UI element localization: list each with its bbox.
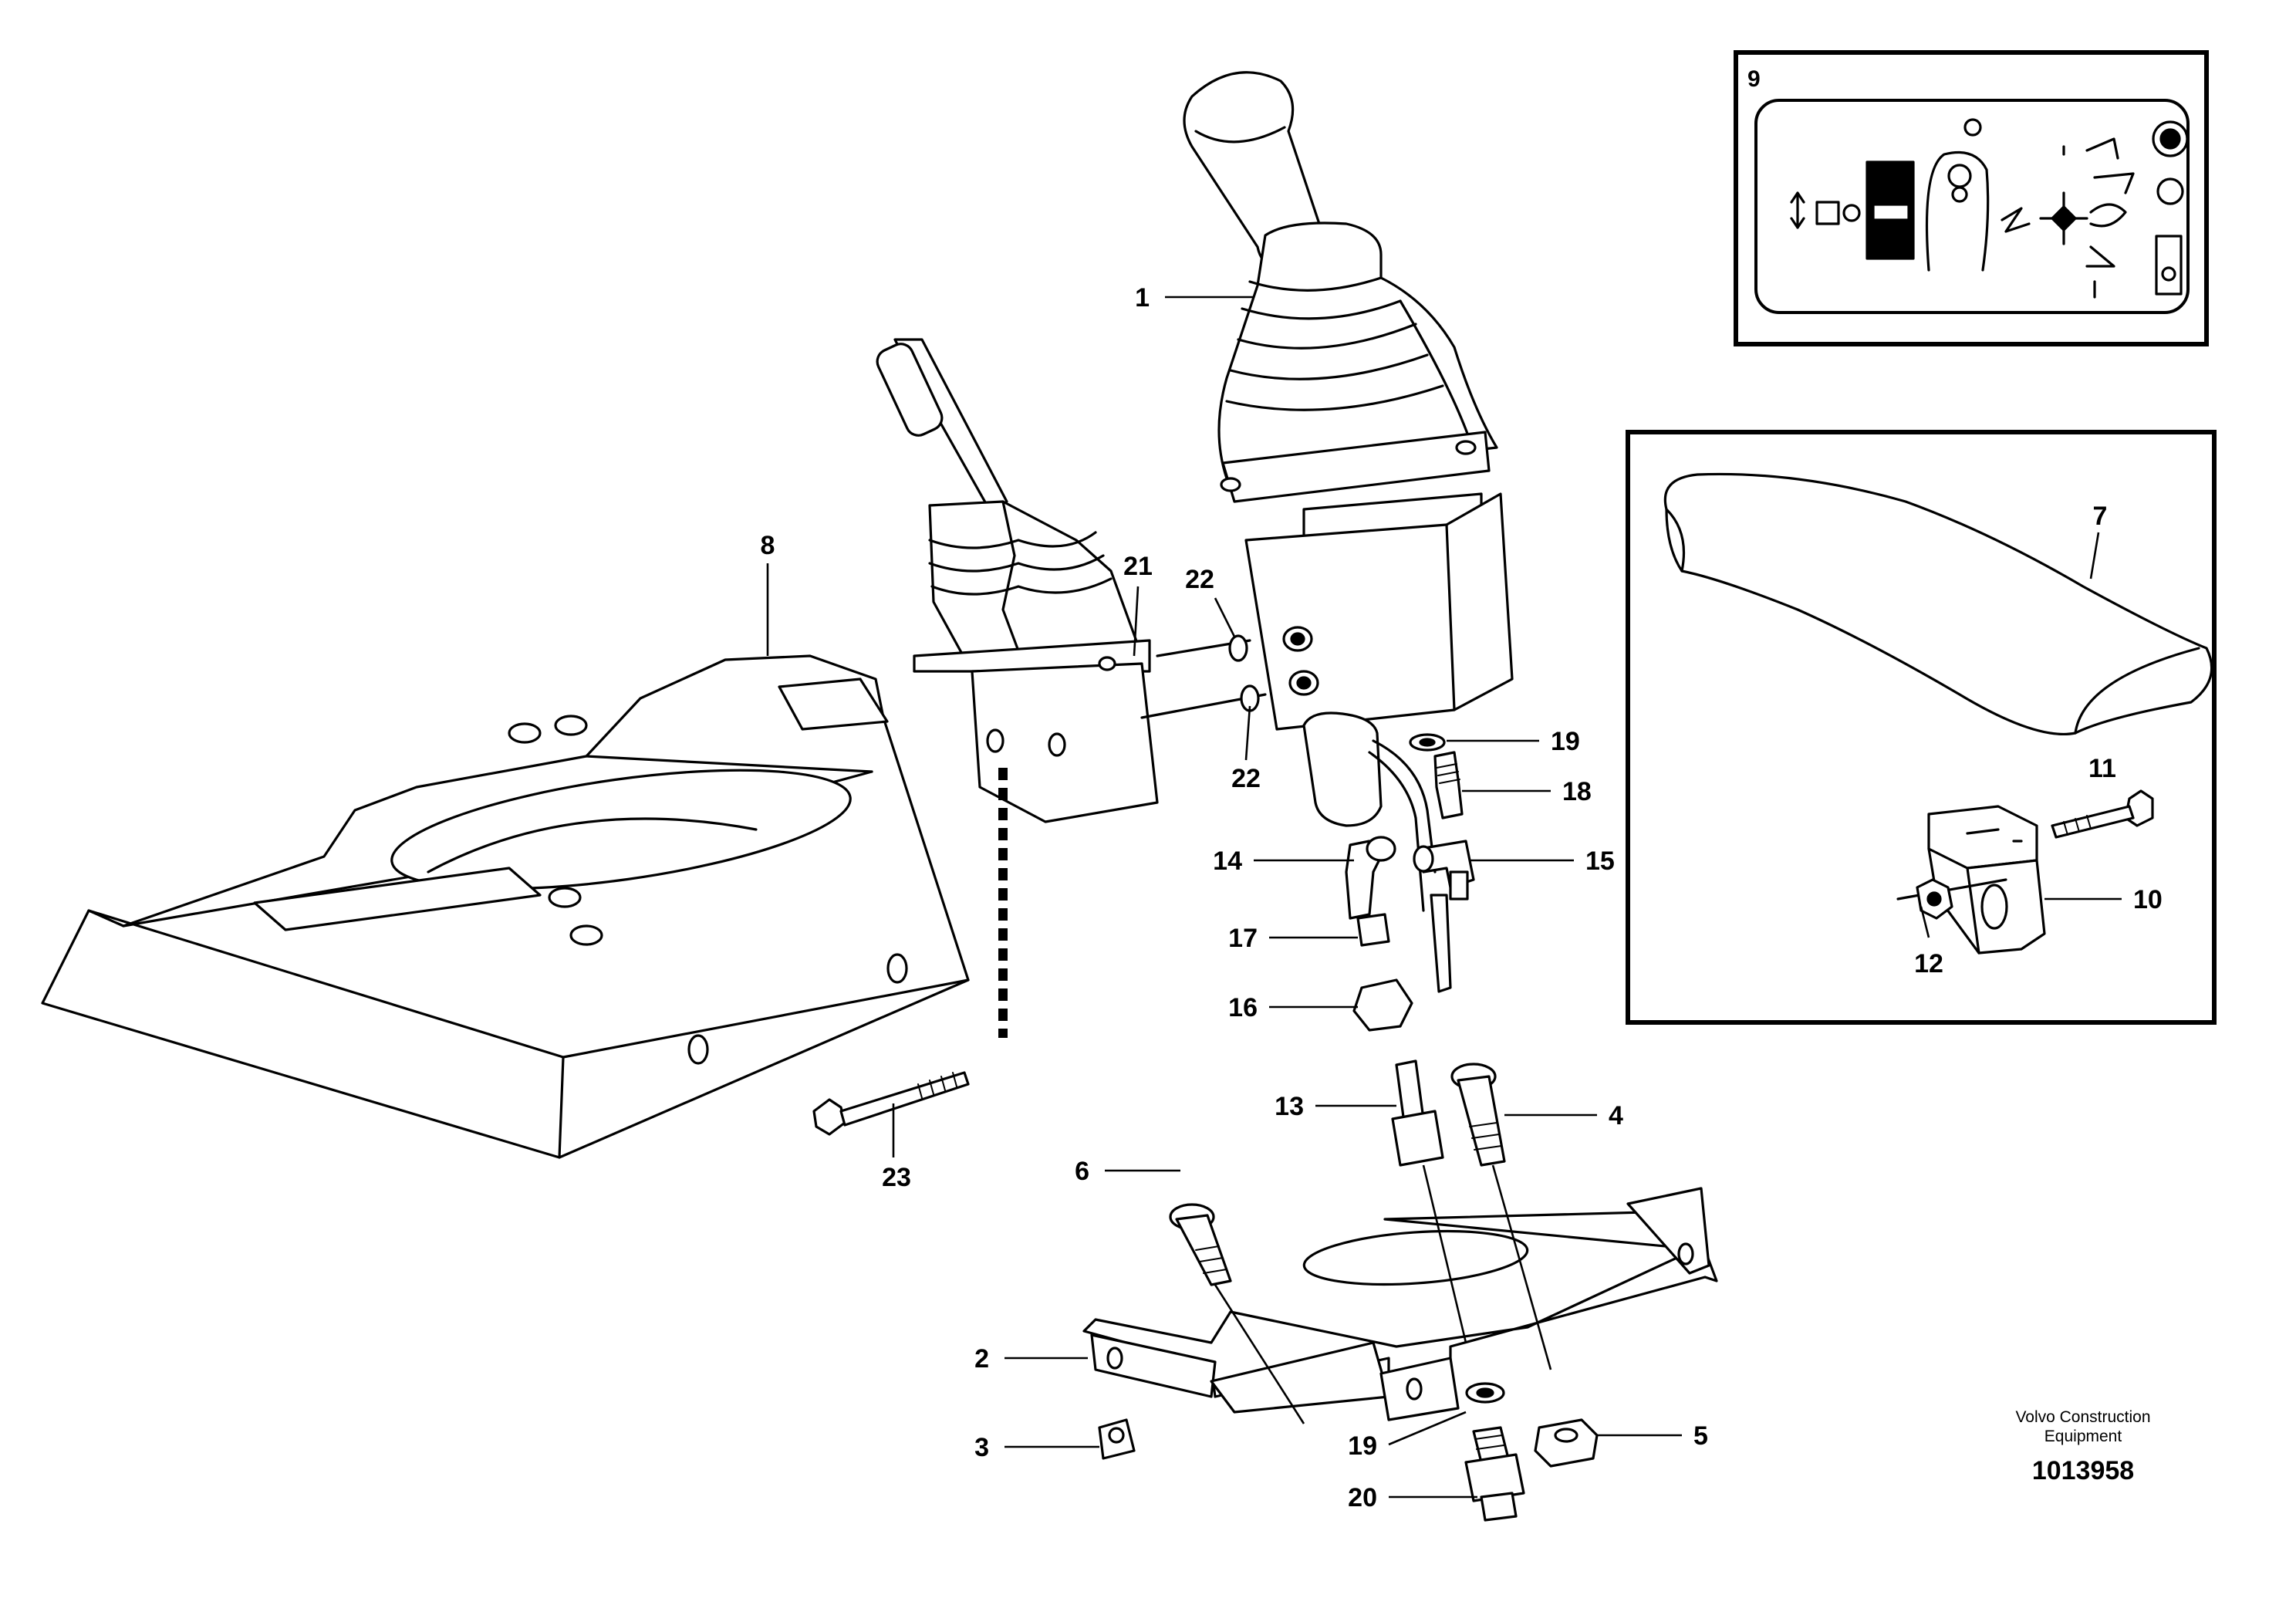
bolt-4-axis bbox=[1491, 1164, 1552, 1370]
tee-fitting-15 bbox=[1413, 840, 1475, 993]
callout-20: 20 bbox=[1348, 1483, 1377, 1512]
callout-10: 10 bbox=[2133, 885, 2163, 914]
leader-22a bbox=[1214, 597, 1236, 637]
callout-16: 16 bbox=[1228, 993, 1258, 1022]
callout-21: 21 bbox=[1123, 552, 1153, 581]
callout-19-upper: 19 bbox=[1551, 727, 1580, 756]
manufacturer-block: Volvo Construction Equipment 1013958 bbox=[2015, 1408, 2150, 1485]
drawing-number: 1013958 bbox=[2032, 1456, 2134, 1485]
callout-3: 3 bbox=[974, 1433, 989, 1462]
callout-9: 9 bbox=[1747, 66, 1761, 92]
callout-22-lower: 22 bbox=[1231, 764, 1261, 793]
elbow-fitting-14 bbox=[1345, 836, 1396, 920]
washer-19-lower bbox=[1465, 1382, 1505, 1404]
callout-8: 8 bbox=[761, 531, 775, 560]
connector-13 bbox=[1391, 1059, 1444, 1167]
company-name-line2: Equipment bbox=[2044, 1428, 2122, 1445]
callout-labels: 1 2 3 4 5 6 7 8 9 10 11 12 13 14 15 16 1… bbox=[761, 66, 2163, 1512]
main-joystick bbox=[1183, 71, 1514, 912]
console-cover bbox=[41, 654, 970, 1159]
leader-19b bbox=[1388, 1411, 1467, 1446]
callout-19-lower: 19 bbox=[1348, 1431, 1377, 1461]
callout-7: 7 bbox=[2093, 502, 2108, 531]
adapter-18 bbox=[1433, 751, 1464, 819]
connector-axis bbox=[1422, 1164, 1467, 1343]
leader-lines bbox=[766, 296, 2122, 1499]
clip-nut-3 bbox=[1098, 1418, 1136, 1460]
nut-16 bbox=[1352, 978, 1413, 1032]
leader-7 bbox=[2089, 532, 2100, 580]
callout-17: 17 bbox=[1228, 924, 1258, 953]
washer-19-upper bbox=[1409, 733, 1446, 752]
flange-nut-5 bbox=[1534, 1418, 1599, 1468]
o-ring-upper bbox=[1228, 634, 1248, 662]
armrest-pad-7 bbox=[1663, 472, 2213, 736]
callout-18: 18 bbox=[1562, 777, 1592, 806]
callout-1: 1 bbox=[1135, 283, 1150, 313]
callout-23: 23 bbox=[882, 1163, 911, 1192]
bracket-10 bbox=[1896, 805, 2046, 955]
callout-4: 4 bbox=[1609, 1101, 1623, 1130]
leader-22b bbox=[1244, 705, 1251, 761]
callout-13: 13 bbox=[1275, 1092, 1304, 1121]
bolt-4 bbox=[1450, 1063, 1506, 1167]
seat-inset-box bbox=[1626, 430, 2217, 1025]
decal-inset-box bbox=[1734, 50, 2209, 346]
callout-15: 15 bbox=[1585, 846, 1615, 876]
callout-5: 5 bbox=[1693, 1421, 1708, 1451]
company-name-line1: Volvo Construction bbox=[2015, 1408, 2150, 1426]
mounting-bracket bbox=[1082, 1187, 1718, 1421]
leader-21 bbox=[1133, 586, 1140, 657]
bolt-6 bbox=[1169, 1203, 1232, 1286]
callout-6: 6 bbox=[1075, 1157, 1089, 1186]
leader-12 bbox=[1920, 906, 1930, 938]
sleeve-17 bbox=[1356, 913, 1390, 947]
bolt-11 bbox=[2051, 789, 2154, 839]
callout-12: 12 bbox=[1914, 949, 1943, 978]
bolt-6-axis bbox=[1214, 1284, 1305, 1424]
callout-2: 2 bbox=[974, 1344, 989, 1374]
callout-11: 11 bbox=[2088, 754, 2116, 783]
callout-22-upper: 22 bbox=[1185, 565, 1214, 594]
small-joystick bbox=[876, 338, 1267, 823]
pressure-switch-20 bbox=[1464, 1426, 1525, 1522]
bolt-23 bbox=[812, 1071, 970, 1136]
callout-14: 14 bbox=[1213, 846, 1242, 876]
decal-9 bbox=[1790, 118, 2189, 299]
